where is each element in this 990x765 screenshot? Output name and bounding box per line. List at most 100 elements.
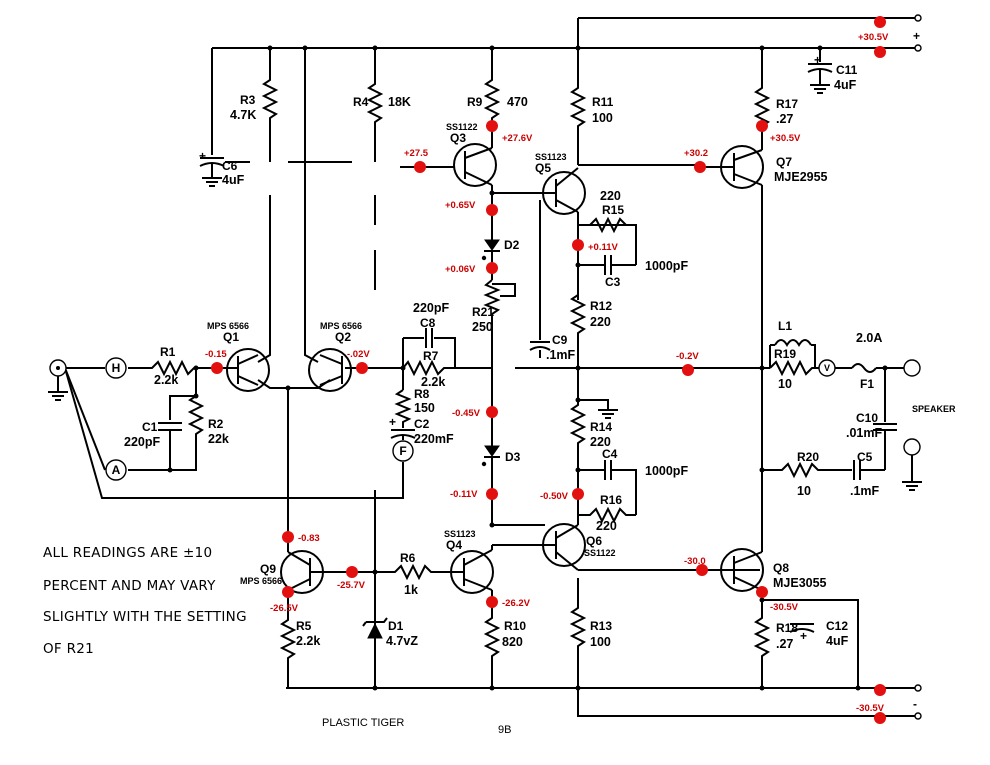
r13-ref: R13 bbox=[590, 619, 612, 633]
svg-text:+: + bbox=[199, 149, 206, 163]
voltage-q9-collector: -0.83 bbox=[298, 533, 320, 544]
c8-value: 220pF bbox=[413, 301, 449, 315]
q2-type: MPS 6566 bbox=[320, 321, 362, 331]
test-point-f-label: F bbox=[399, 444, 406, 458]
d1-value: 4.7vZ bbox=[386, 634, 418, 648]
test-point-v[interactable]: V bbox=[818, 359, 836, 377]
r11-ref: R11 bbox=[592, 95, 614, 109]
r10-value: 820 bbox=[502, 635, 523, 649]
r18-value: .27 bbox=[776, 637, 793, 651]
r17-ref: R17 bbox=[776, 97, 798, 111]
c4-ref: C4 bbox=[602, 447, 618, 461]
r19-value: 10 bbox=[778, 377, 792, 391]
q6-ref: Q6 bbox=[586, 534, 602, 548]
q1-type: MPS 6566 bbox=[207, 321, 249, 331]
q7-type: MJE2955 bbox=[774, 170, 828, 184]
r4-ref: R4 bbox=[353, 95, 369, 109]
footer-title: PLASTIC TIGER bbox=[322, 717, 404, 729]
transistor-q7 bbox=[700, 145, 764, 189]
voltage-bias-top: +0.11V bbox=[588, 242, 619, 253]
voltage-q4-emitter: -26.2V bbox=[502, 598, 531, 609]
test-point-a[interactable]: A bbox=[105, 459, 127, 481]
q5-type: SS1123 bbox=[535, 152, 567, 162]
voltage-q3-emitter: +27.6V bbox=[502, 133, 533, 144]
transistor-q1 bbox=[226, 348, 270, 392]
c12-value: 4uF bbox=[826, 634, 849, 648]
c6-value: 4uF bbox=[222, 173, 245, 187]
rail-wires bbox=[212, 17, 918, 717]
r7-ref: R7 bbox=[423, 349, 439, 363]
voltage-d2-cathode: +0.06V bbox=[445, 264, 476, 275]
test-point-v-label: V bbox=[824, 363, 830, 373]
c8-ref: C8 bbox=[420, 316, 436, 330]
r6-value: 1k bbox=[404, 583, 418, 597]
test-point-f[interactable]: F bbox=[392, 440, 414, 462]
voltage-q8-emitter: -30.5V bbox=[770, 602, 799, 613]
r1-ref: R1 bbox=[160, 345, 176, 359]
r20-value: 10 bbox=[797, 484, 811, 498]
q4-ref: Q4 bbox=[446, 538, 462, 552]
junctions bbox=[167, 45, 888, 691]
note-line-4: OF R21 bbox=[43, 641, 94, 657]
c11-value: 4uF bbox=[834, 78, 857, 92]
r2-value: 22k bbox=[208, 432, 229, 446]
c2-value: 220mF bbox=[414, 432, 454, 446]
r10-ref: R10 bbox=[504, 619, 526, 633]
q9-ref: Q9 bbox=[260, 562, 276, 576]
d2-ref: D2 bbox=[504, 238, 520, 252]
d1-ref: D1 bbox=[388, 619, 404, 633]
voltage-q8-base: -30.0 bbox=[684, 556, 706, 567]
c1-value: 220pF bbox=[124, 435, 160, 449]
r13-value: 100 bbox=[590, 635, 611, 649]
c4-value: 1000pF bbox=[645, 464, 688, 478]
speaker-terminal-bottom[interactable] bbox=[903, 438, 921, 456]
svg-text:+: + bbox=[389, 415, 396, 429]
r18-ref: R18 bbox=[776, 621, 798, 635]
q5-ref: Q5 bbox=[535, 161, 551, 175]
q3-ref: Q3 bbox=[450, 131, 466, 145]
r9-ref: R9 bbox=[467, 95, 483, 109]
voltage-pos-rail: +30.5V bbox=[858, 32, 889, 43]
transistor-q8 bbox=[720, 548, 764, 592]
r8-ref: R8 bbox=[414, 387, 430, 401]
voltage-q3-collector: +0.65V bbox=[445, 200, 476, 211]
q8-ref: Q8 bbox=[773, 561, 789, 575]
transistor-q4 bbox=[450, 549, 494, 594]
r15-ref: R15 bbox=[602, 203, 624, 217]
c2-ref: C2 bbox=[414, 417, 430, 431]
speaker-label: SPEAKER bbox=[912, 404, 956, 414]
c5-value: .1mF bbox=[850, 484, 880, 498]
page-number: 9B bbox=[498, 724, 511, 736]
voltage-neg-rail: -30.5V bbox=[856, 703, 885, 714]
r19-ref: R19 bbox=[774, 347, 796, 361]
q6-type: SS1122 bbox=[584, 548, 616, 558]
r2-ref: R2 bbox=[208, 417, 224, 431]
r3-ref: R3 bbox=[240, 93, 256, 107]
r4-value: 18K bbox=[388, 95, 411, 109]
transistor-q3 bbox=[453, 143, 497, 187]
svg-text:+: + bbox=[814, 53, 821, 67]
r6-ref: R6 bbox=[400, 551, 416, 565]
voltage-q3-base: +27.5 bbox=[404, 148, 429, 159]
c6-ref: C6 bbox=[222, 159, 238, 173]
r11-value: 100 bbox=[592, 111, 613, 125]
terminals bbox=[48, 14, 922, 720]
input-stage-wires bbox=[64, 48, 492, 688]
test-point-h[interactable]: H bbox=[105, 357, 127, 379]
voltage-q7-emitter: +30.5V bbox=[770, 133, 801, 144]
r1-value: 2.2k bbox=[154, 373, 178, 387]
neg-rail-sign: - bbox=[913, 697, 917, 711]
q1-ref: Q1 bbox=[223, 330, 239, 344]
svg-text:+: + bbox=[800, 629, 807, 643]
speaker-terminal-top[interactable] bbox=[903, 359, 921, 377]
readings-note: ALL READINGS ARE ±10 PERCENT AND MAY VAR… bbox=[43, 545, 247, 657]
r14-ref: R14 bbox=[590, 420, 612, 434]
voltage-d3-anode: -0.45V bbox=[452, 408, 481, 419]
r16-ref: R16 bbox=[600, 493, 622, 507]
note-line-2: PERCENT AND MAY VARY bbox=[43, 578, 216, 594]
c10-value: .01mF bbox=[846, 426, 882, 440]
c12-ref: C12 bbox=[826, 619, 848, 633]
voltage-q7-base: +30.2 bbox=[684, 148, 708, 159]
transistor-q6 bbox=[500, 523, 586, 571]
